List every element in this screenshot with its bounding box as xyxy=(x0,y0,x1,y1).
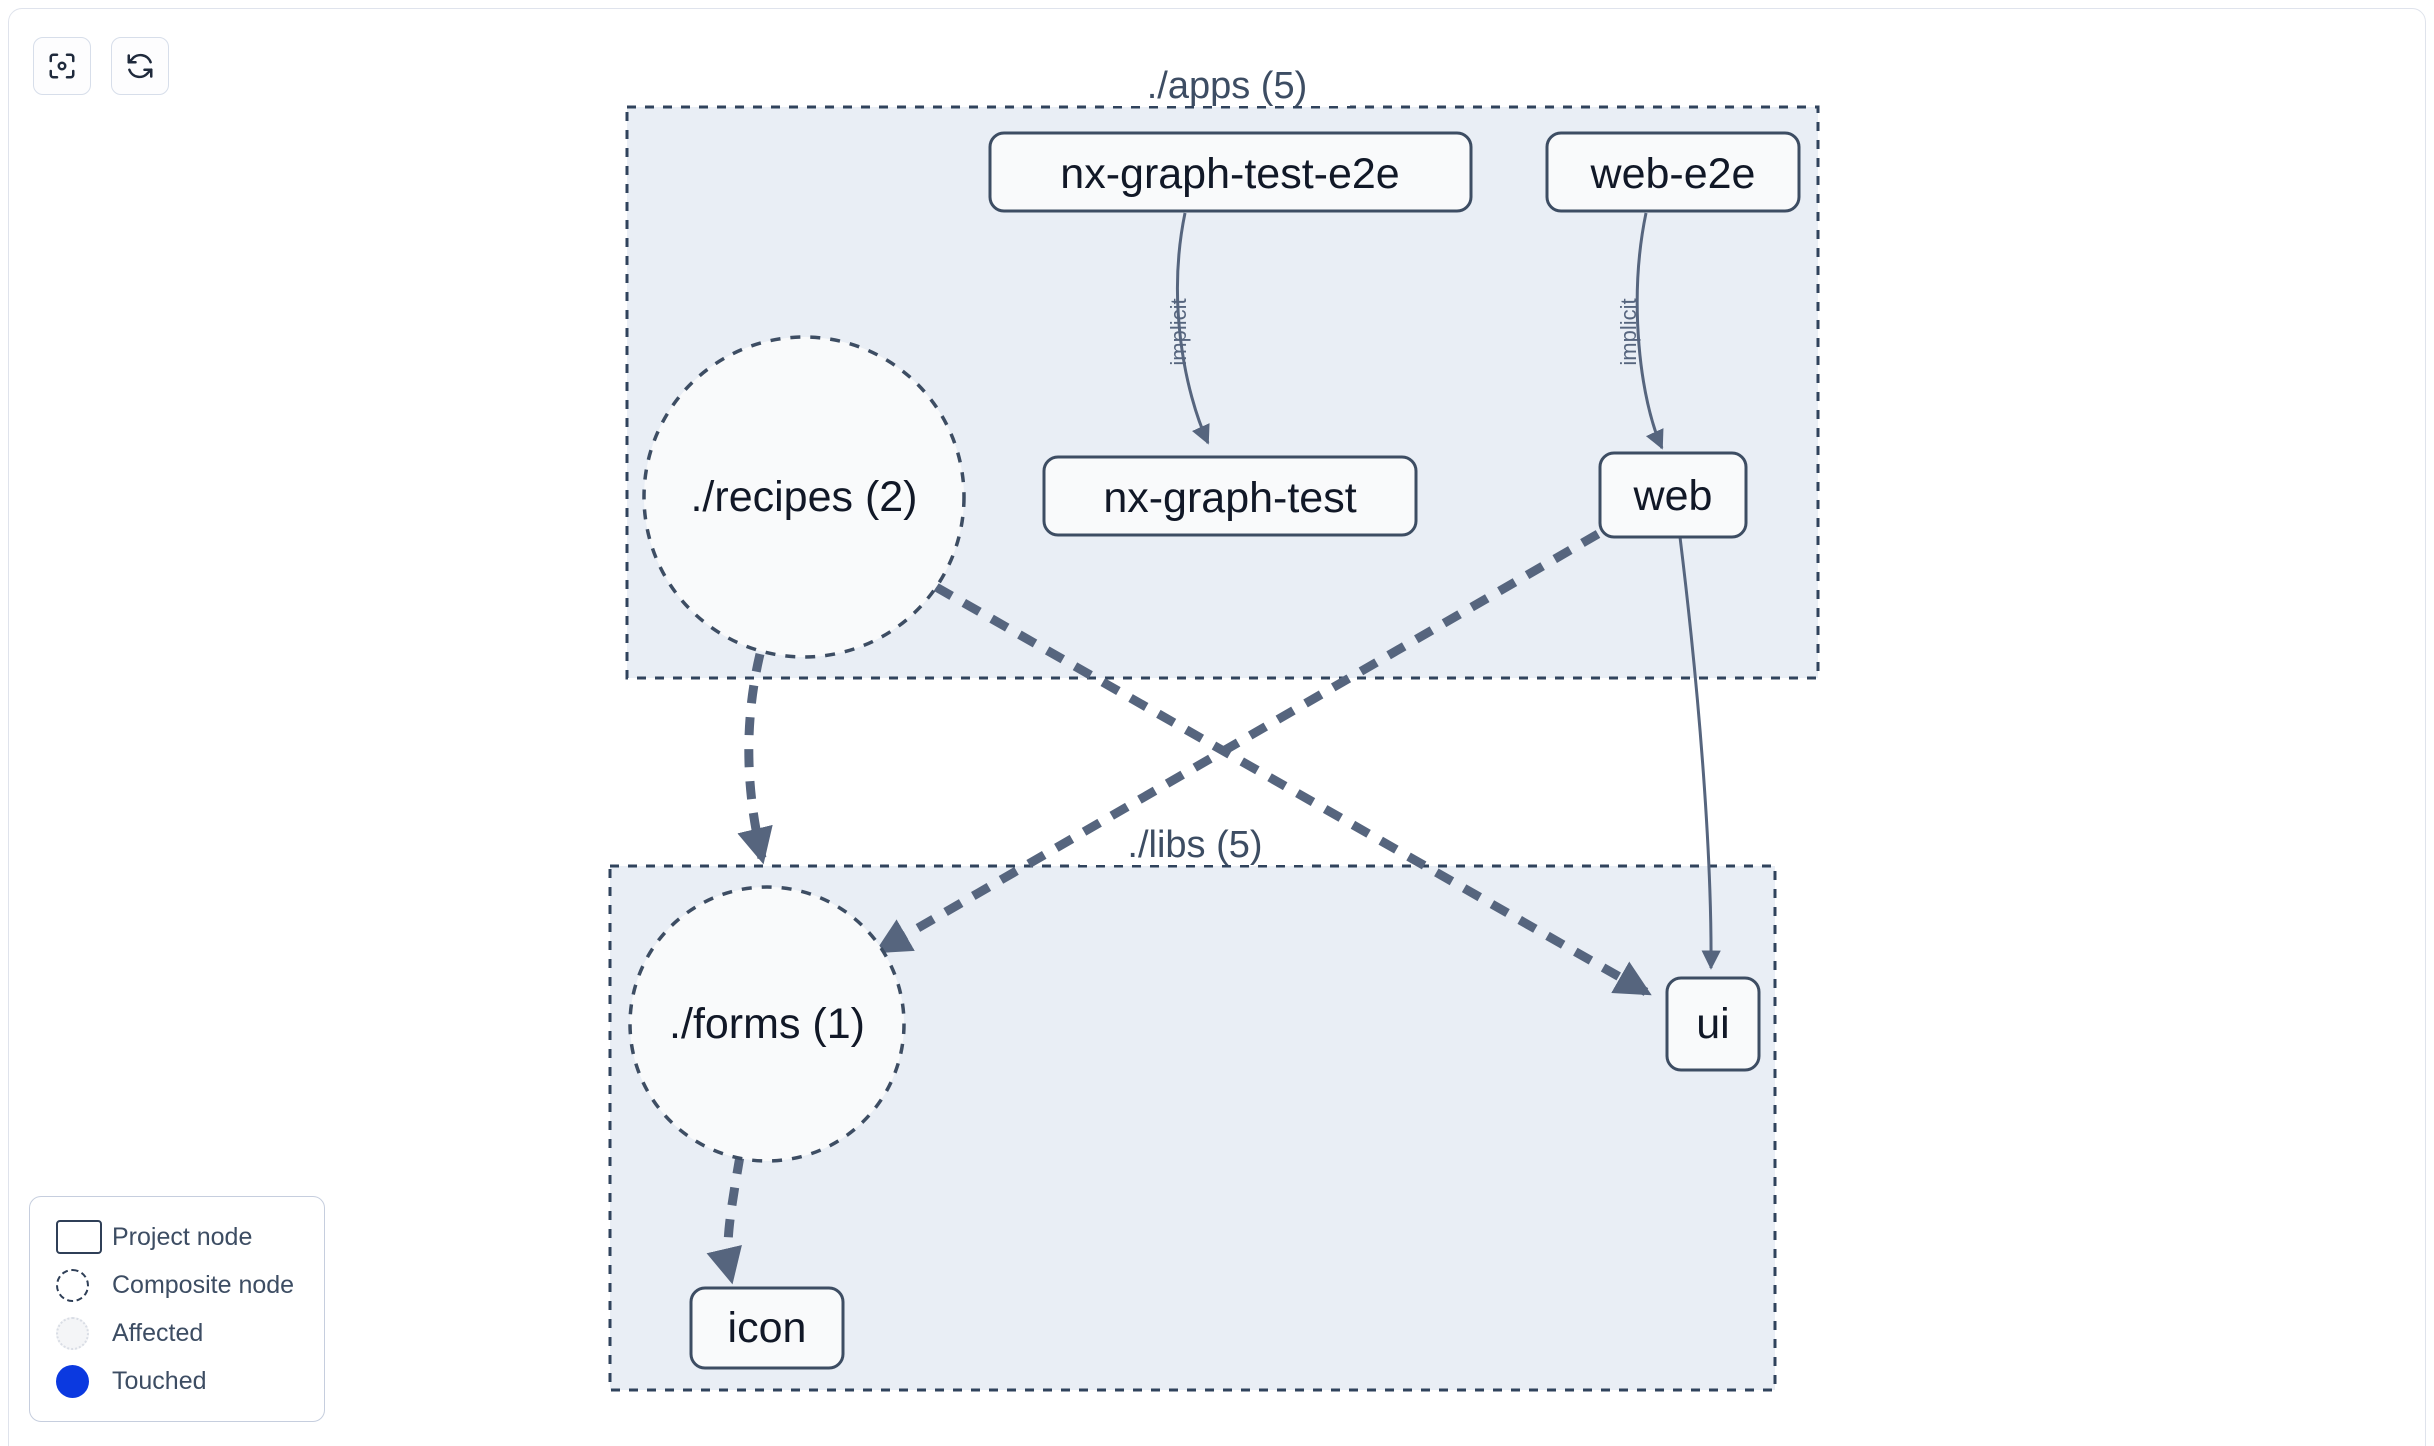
group-libs-label: ./libs (5) xyxy=(1127,824,1262,866)
edge-web-e2e-to-web: implicit xyxy=(1616,212,1664,450)
node-icon-rect xyxy=(689,1286,845,1370)
node-forms-circle xyxy=(628,885,906,1163)
edge-recipes-to-forms xyxy=(737,652,773,865)
edge-label-implicit-2: implicit xyxy=(1616,298,1641,365)
group-libs-label-bg xyxy=(1080,825,1305,865)
refresh-graph-button[interactable] xyxy=(111,37,169,95)
legend-row-project-node: Project node xyxy=(56,1213,306,1261)
node-icon[interactable]: icon xyxy=(689,1286,845,1370)
node-web-label: web xyxy=(1633,472,1713,520)
group-apps-label-bg xyxy=(1105,66,1350,106)
edge-recipes-to-ui xyxy=(933,583,1652,996)
node-forms-label: ./forms (1) xyxy=(669,1000,865,1048)
node-web-rect xyxy=(1598,451,1748,539)
node-ui-rect xyxy=(1665,976,1761,1072)
project-node-shape-icon xyxy=(56,1220,102,1254)
node-icon-label: icon xyxy=(728,1304,807,1352)
edge-web-to-ui xyxy=(1678,536,1721,970)
affected-node-shape-icon xyxy=(56,1316,89,1350)
node-nx-graph-test-label: nx-graph-test xyxy=(1103,474,1356,522)
node-recipes-circle xyxy=(642,335,966,659)
node-ui[interactable]: ui xyxy=(1665,976,1761,1072)
node-recipes-label: ./recipes (2) xyxy=(690,473,917,521)
edge-web-to-forms xyxy=(874,530,1601,954)
graph-legend: Project node Composite node Affected Tou… xyxy=(29,1196,325,1422)
edge-nx-graph-test-e2e-to-nx-graph-test: implicit xyxy=(1166,212,1210,445)
composite-node-shape-icon xyxy=(56,1268,89,1302)
node-web[interactable]: web xyxy=(1598,451,1748,539)
project-node-swatch xyxy=(56,1220,112,1254)
focus-graph-button[interactable] xyxy=(33,37,91,95)
focus-target-icon xyxy=(47,51,77,81)
node-web-e2e[interactable]: web-e2e xyxy=(1545,131,1801,213)
node-nx-graph-test-e2e[interactable]: nx-graph-test-e2e xyxy=(988,131,1473,213)
legend-label-composite-node: Composite node xyxy=(112,1270,295,1299)
node-nx-graph-test-e2e-label: nx-graph-test-e2e xyxy=(1060,150,1399,198)
node-forms[interactable]: ./forms (1) xyxy=(628,885,906,1163)
legend-label-touched: Touched xyxy=(112,1366,207,1395)
composite-node-swatch xyxy=(56,1268,112,1302)
group-apps-label: ./apps (5) xyxy=(1147,65,1308,107)
refresh-icon xyxy=(125,51,155,81)
touched-node-shape-icon xyxy=(56,1364,89,1398)
edge-forms-to-icon xyxy=(706,1155,745,1285)
affected-node-swatch xyxy=(56,1316,112,1350)
node-nx-graph-test[interactable]: nx-graph-test xyxy=(1042,455,1418,537)
node-recipes[interactable]: ./recipes (2) xyxy=(642,335,966,659)
legend-row-composite-node: Composite node xyxy=(56,1261,306,1309)
node-ui-label: ui xyxy=(1696,1000,1729,1048)
graph-toolbar xyxy=(33,37,169,95)
node-nx-graph-test-rect xyxy=(1042,455,1418,537)
legend-row-affected: Affected xyxy=(56,1309,306,1357)
legend-label-affected: Affected xyxy=(112,1318,204,1347)
legend-label-project-node: Project node xyxy=(112,1222,253,1251)
node-web-e2e-label: web-e2e xyxy=(1590,150,1756,198)
node-nx-graph-test-e2e-rect xyxy=(988,131,1473,213)
touched-node-swatch xyxy=(56,1364,112,1398)
edge-label-implicit-1: implicit xyxy=(1166,298,1191,365)
node-web-e2e-rect xyxy=(1545,131,1801,213)
legend-row-touched: Touched xyxy=(56,1357,306,1405)
